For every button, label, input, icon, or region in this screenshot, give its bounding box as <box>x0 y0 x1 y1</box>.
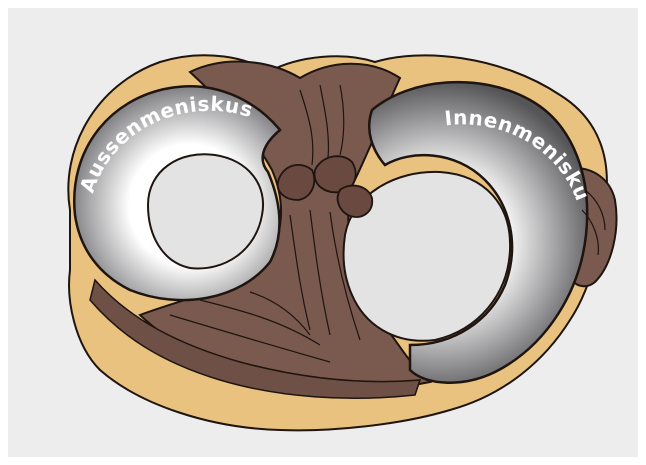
figure-frame: Aussenmeniskus Innenmeniskus <box>0 0 646 465</box>
knee-meniscus-diagram: Aussenmeniskus Innenmeniskus <box>0 0 646 465</box>
